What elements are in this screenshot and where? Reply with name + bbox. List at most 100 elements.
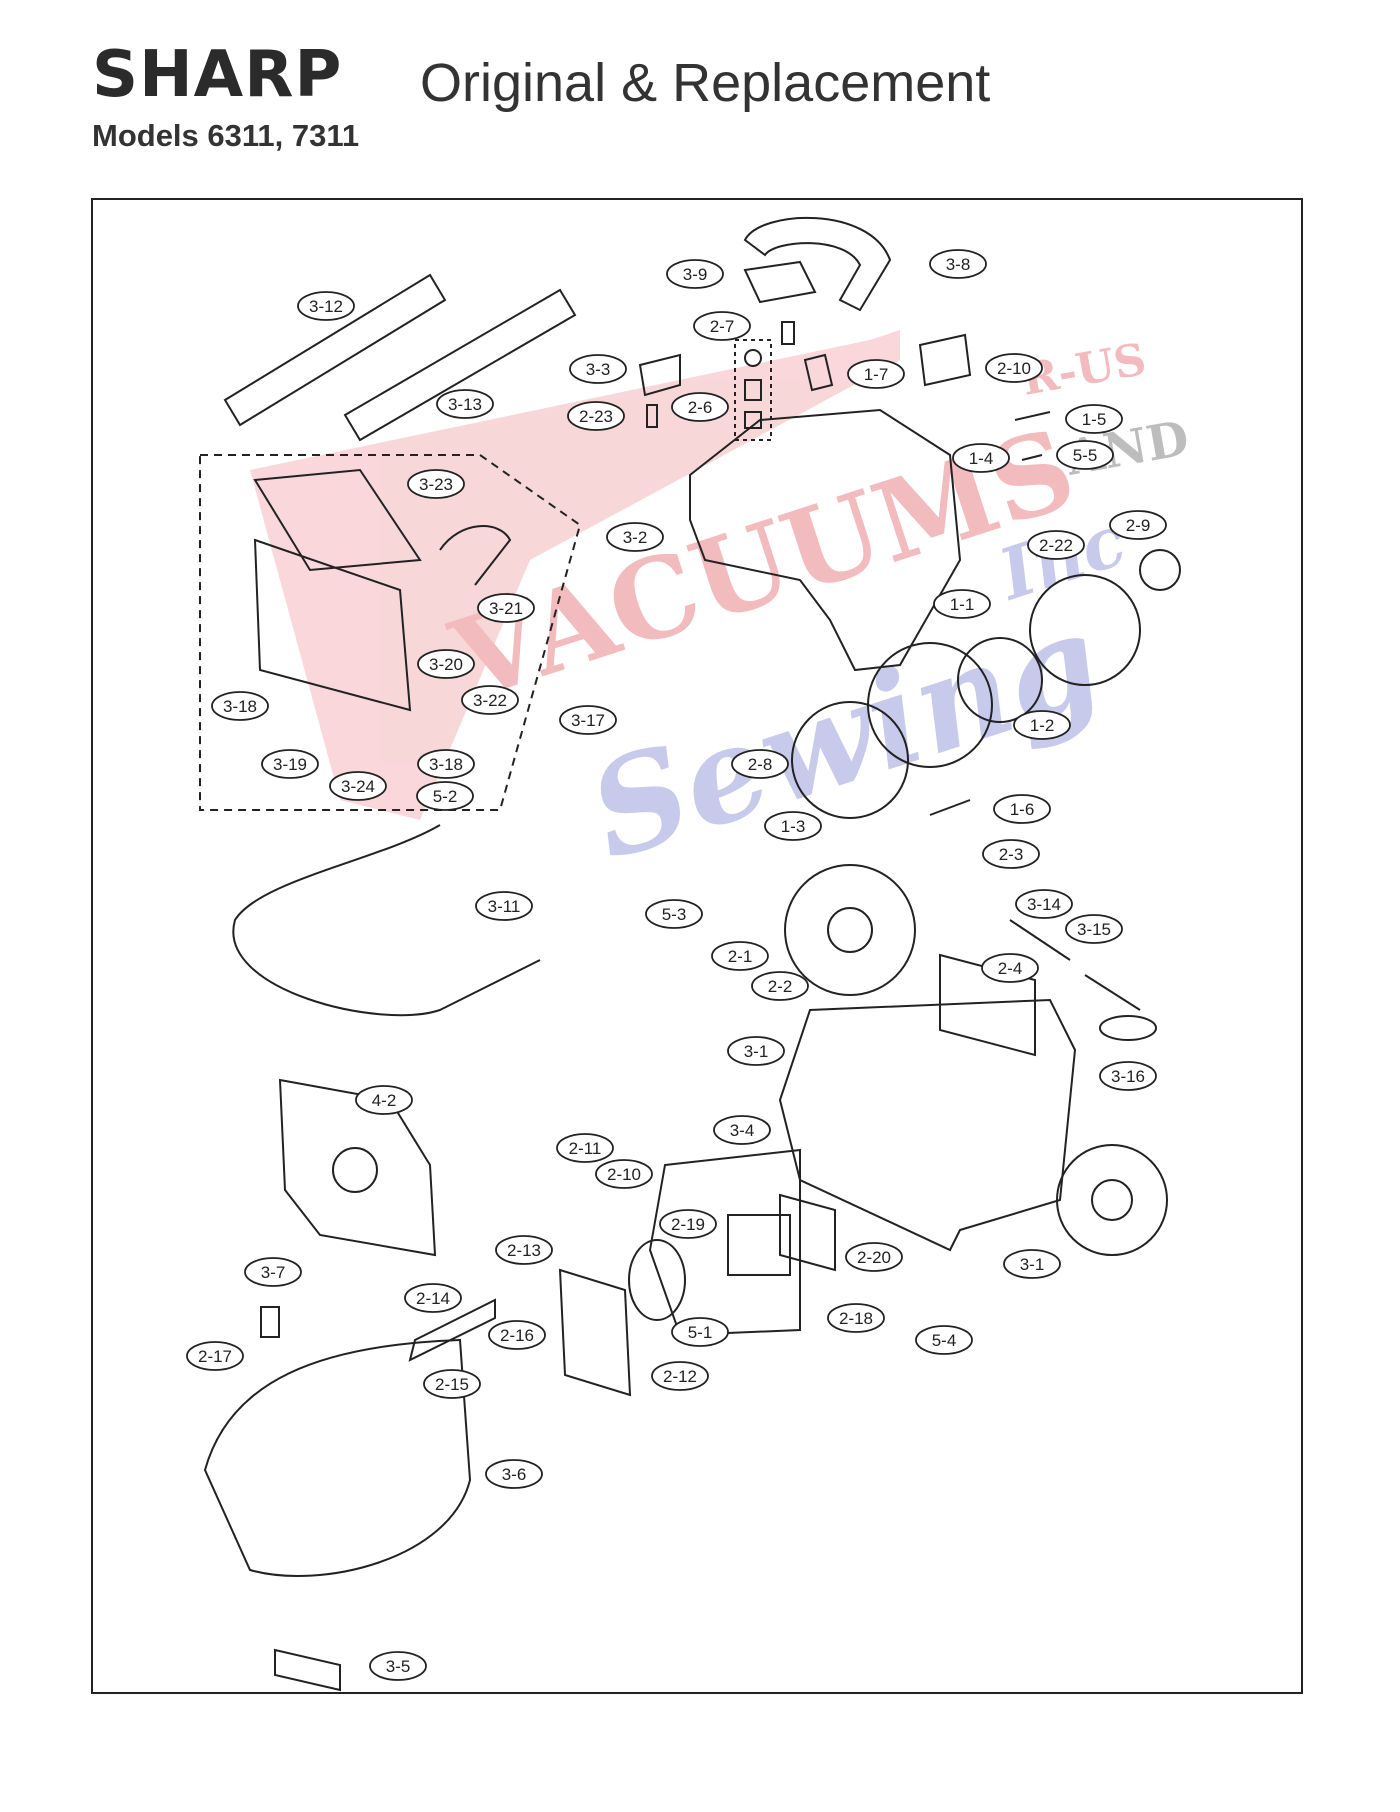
callout-ellipse [1065, 914, 1123, 944]
callout-ellipse [1013, 710, 1071, 740]
callout-ellipse [751, 971, 809, 1001]
callout-label: 2-18 [827, 1303, 885, 1333]
callout-label: 3-22 [461, 685, 519, 715]
callout-label: 2-10 [985, 353, 1043, 383]
tool-part-3-15 [1084, 974, 1141, 1011]
callout-ellipse [845, 1242, 903, 1272]
callout-label: 2-20 [845, 1242, 903, 1272]
ring-2-9-part [1139, 549, 1181, 591]
callout-ellipse [659, 1209, 717, 1239]
callout-text: 2-18 [839, 1309, 873, 1328]
callout-text: 2-4 [998, 959, 1023, 978]
callout-text: 3-4 [730, 1121, 755, 1140]
cord-reel-part [784, 864, 916, 996]
callout-text: 3-17 [571, 711, 605, 730]
filter-ring-part [1029, 574, 1141, 686]
callout-text: 5-1 [688, 1323, 713, 1342]
callout-text: 1-5 [1082, 410, 1107, 429]
nozzle-lid-part [253, 468, 422, 572]
callout-label: 1-1 [933, 589, 991, 619]
callout-label: 3-13 [436, 389, 494, 419]
callout-text: 2-15 [435, 1375, 469, 1394]
callout-label: 1-4 [952, 443, 1010, 473]
callout-label: 3-24 [329, 771, 387, 801]
callout-label: 1-3 [764, 811, 822, 841]
filter-2-20-part [779, 1193, 836, 1272]
callout-label: 2-8 [731, 749, 789, 779]
ring-2-10-part [628, 1239, 686, 1321]
callout-text: 3-16 [1111, 1067, 1145, 1086]
callout-label: 1-5 [1065, 404, 1123, 434]
callout-ellipse [423, 1369, 481, 1399]
plug-part [929, 799, 971, 816]
callout-ellipse [261, 749, 319, 779]
callout-label: 3-7 [244, 1257, 302, 1287]
callout-text: 2-14 [416, 1289, 450, 1308]
button-part [743, 260, 817, 304]
callout-ellipse [1056, 440, 1114, 470]
callout-ellipse [407, 469, 465, 499]
callout-ellipse [186, 1341, 244, 1371]
callout-label: 2-12 [651, 1361, 709, 1391]
callout-text: 3-13 [448, 395, 482, 414]
wand-tube-part-2 [343, 288, 577, 442]
bracket-part [918, 333, 972, 387]
gasket-frame-part [648, 1148, 801, 1337]
plate-2-12-part [558, 1268, 632, 1397]
callout-text: 5-4 [932, 1331, 957, 1350]
callout-text: 1-4 [969, 449, 994, 468]
callout-ellipse [933, 589, 991, 619]
callout-label: 3-14 [1015, 889, 1073, 919]
callout-label: 3-19 [261, 749, 319, 779]
callout-label: 2-6 [671, 392, 729, 422]
callout-text: 3-5 [386, 1657, 411, 1676]
callout-text: 3-8 [946, 255, 971, 274]
nozzle-brush-part [253, 538, 412, 712]
callout-ellipse [416, 781, 474, 811]
callout-text: 5-3 [662, 905, 687, 924]
callout-text: 3-19 [273, 755, 307, 774]
callout-label: 3-18 [211, 691, 269, 721]
callout-text: 2-10 [997, 359, 1031, 378]
callout-text: 2-22 [1039, 536, 1073, 555]
gasket-ring-part [791, 701, 909, 819]
callout-label: 1-2 [1013, 710, 1071, 740]
callout-ellipse [297, 291, 355, 321]
nozzle-assembly-box [199, 454, 582, 811]
callout-text: 2-10 [607, 1165, 641, 1184]
callout-ellipse [993, 794, 1051, 824]
callout-ellipse [847, 359, 905, 389]
part-2-14 [408, 1298, 496, 1362]
callout-ellipse [1099, 1061, 1157, 1091]
callout-ellipse [727, 1036, 785, 1066]
parts-art [199, 216, 1181, 1692]
callout-ellipse [981, 953, 1039, 983]
callout-label: 3-12 [297, 291, 355, 321]
callout-ellipse [485, 1459, 543, 1489]
callout-label: 2-1 [711, 941, 769, 971]
callout-text: 3-1 [1020, 1255, 1045, 1274]
callout-text: 1-7 [864, 365, 889, 384]
callout-ellipse [606, 522, 664, 552]
handle-part [743, 216, 892, 312]
callout-ellipse [559, 705, 617, 735]
callout-text: 2-9 [1126, 516, 1151, 535]
hose-part [232, 824, 541, 1017]
callout-ellipse [211, 691, 269, 721]
page-title: Original & Replacement [420, 53, 991, 113]
callout-ellipse [711, 941, 769, 971]
callout-label: 3-4 [713, 1115, 771, 1145]
callout-ellipse [764, 811, 822, 841]
callout-label: 2-7 [693, 311, 751, 341]
callout-ellipse [369, 1651, 427, 1681]
callout-text: 4-2 [372, 1091, 397, 1110]
callout-label: 1-6 [993, 794, 1051, 824]
models-line: Models 6311, 7311 [92, 118, 360, 153]
callout-ellipse [731, 749, 789, 779]
callout-text: 5-5 [1073, 446, 1098, 465]
callout-ellipse [827, 1303, 885, 1333]
callout-label: 3-17 [559, 705, 617, 735]
callout-label: 3-6 [485, 1459, 543, 1489]
